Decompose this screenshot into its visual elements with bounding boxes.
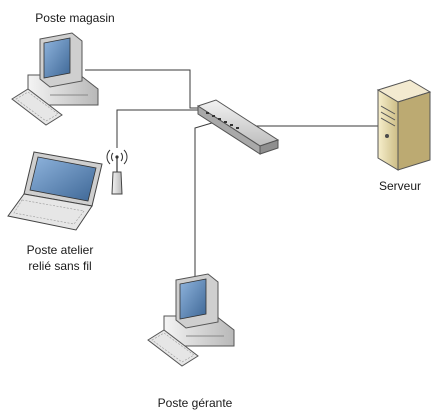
wireless-access-point-icon bbox=[106, 149, 128, 195]
tower-server-icon bbox=[376, 79, 432, 171]
node-label-manager: Poste gérante bbox=[157, 396, 233, 410]
connection-lines bbox=[85, 69, 388, 290]
edge-access-point-switch bbox=[116, 109, 205, 148]
laptop-icon bbox=[7, 151, 103, 231]
edge-switch-manager bbox=[194, 119, 223, 290]
network-switch-icon bbox=[196, 99, 280, 155]
edge-store-switch bbox=[85, 69, 210, 109]
node-label-workshop: Poste atelier relié sans fil bbox=[26, 243, 94, 273]
node-label-server: Serveur bbox=[378, 179, 422, 193]
desktop-computer-icon bbox=[147, 273, 235, 367]
node-label-store: Poste magasin bbox=[35, 11, 115, 25]
desktop-computer-icon bbox=[11, 32, 99, 126]
